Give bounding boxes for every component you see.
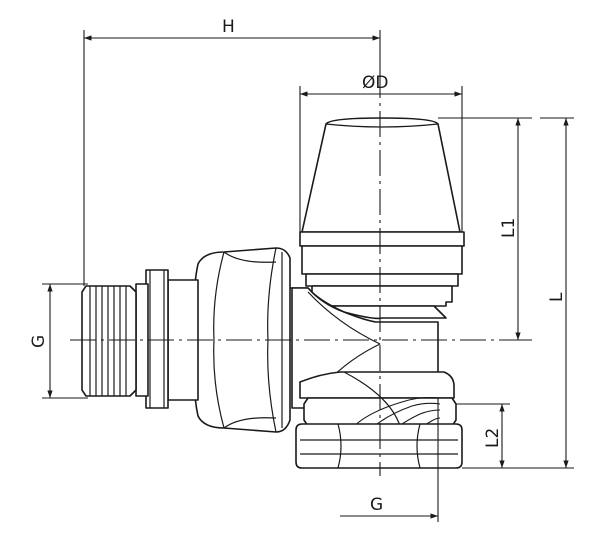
dimension-diameter-d: ØD <box>299 73 463 232</box>
thermostatic-cap <box>299 117 465 307</box>
dimension-h: H <box>83 17 381 286</box>
tailpiece-connector <box>81 269 199 409</box>
valve-body <box>289 287 457 461</box>
dimension-l2: L2 <box>456 403 510 468</box>
dimension-diameter-d-label: ØD <box>362 73 388 93</box>
dimension-l1-label: L1 <box>499 218 519 238</box>
lower-hex-nut <box>295 423 463 469</box>
dimension-l1: L1 <box>438 117 532 341</box>
dimension-g-bottom-label: G <box>370 495 383 515</box>
dimension-l2-label: L2 <box>483 428 503 448</box>
dimension-l: L <box>462 117 574 469</box>
dimension-g-left: G <box>29 283 88 399</box>
dimension-l-label: L <box>547 292 567 302</box>
dimension-g-left-label: G <box>29 335 49 348</box>
dimension-h-label: H <box>222 17 235 37</box>
dimension-g-bottom: G <box>340 398 439 522</box>
